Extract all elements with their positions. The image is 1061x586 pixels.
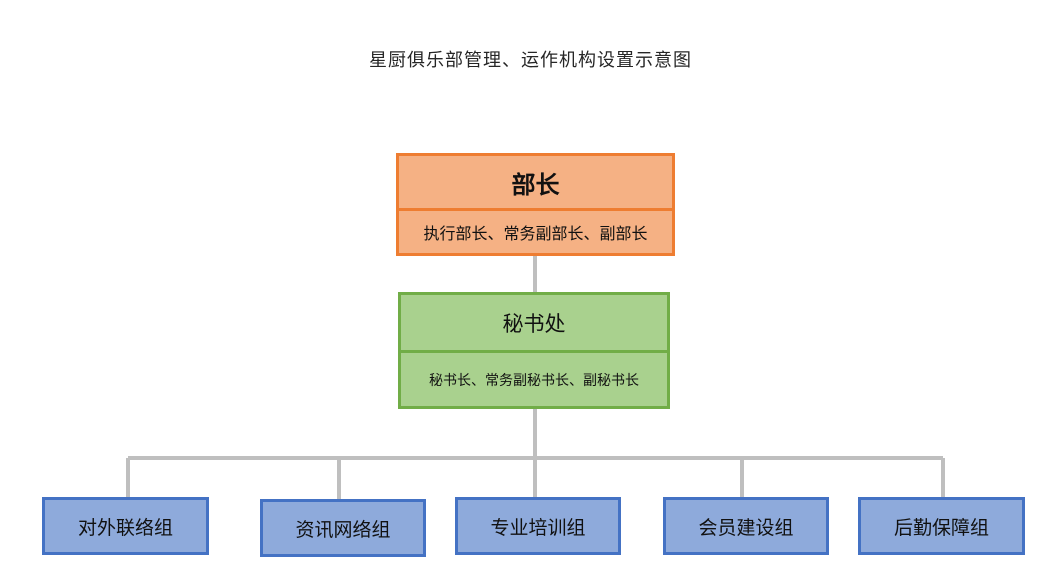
group-node-professional-training: 专业培训组 [455,497,621,555]
head-node-members: 执行部长、常务副部长、副部长 [423,224,648,243]
group-node-information-network: 资讯网络组 [260,499,426,557]
group-node-member-development: 会员建设组 [663,497,829,555]
group-node-logistics-support: 后勤保障组 [858,497,1025,555]
head-node-name: 部长 [399,156,672,211]
secretariat-node: 秘书处 秘书长、常务副秘书长、副秘书长 [398,292,670,409]
secretariat-node-name: 秘书处 [401,295,667,353]
group-node-external-liaison: 对外联络组 [42,497,209,555]
head-node: 部长 执行部长、常务副部长、副部长 [396,153,675,256]
secretariat-node-members: 秘书长、常务副秘书长、副秘书长 [429,372,639,389]
diagram-title: 星厨俱乐部管理、运作机构设置示意图 [369,50,692,71]
